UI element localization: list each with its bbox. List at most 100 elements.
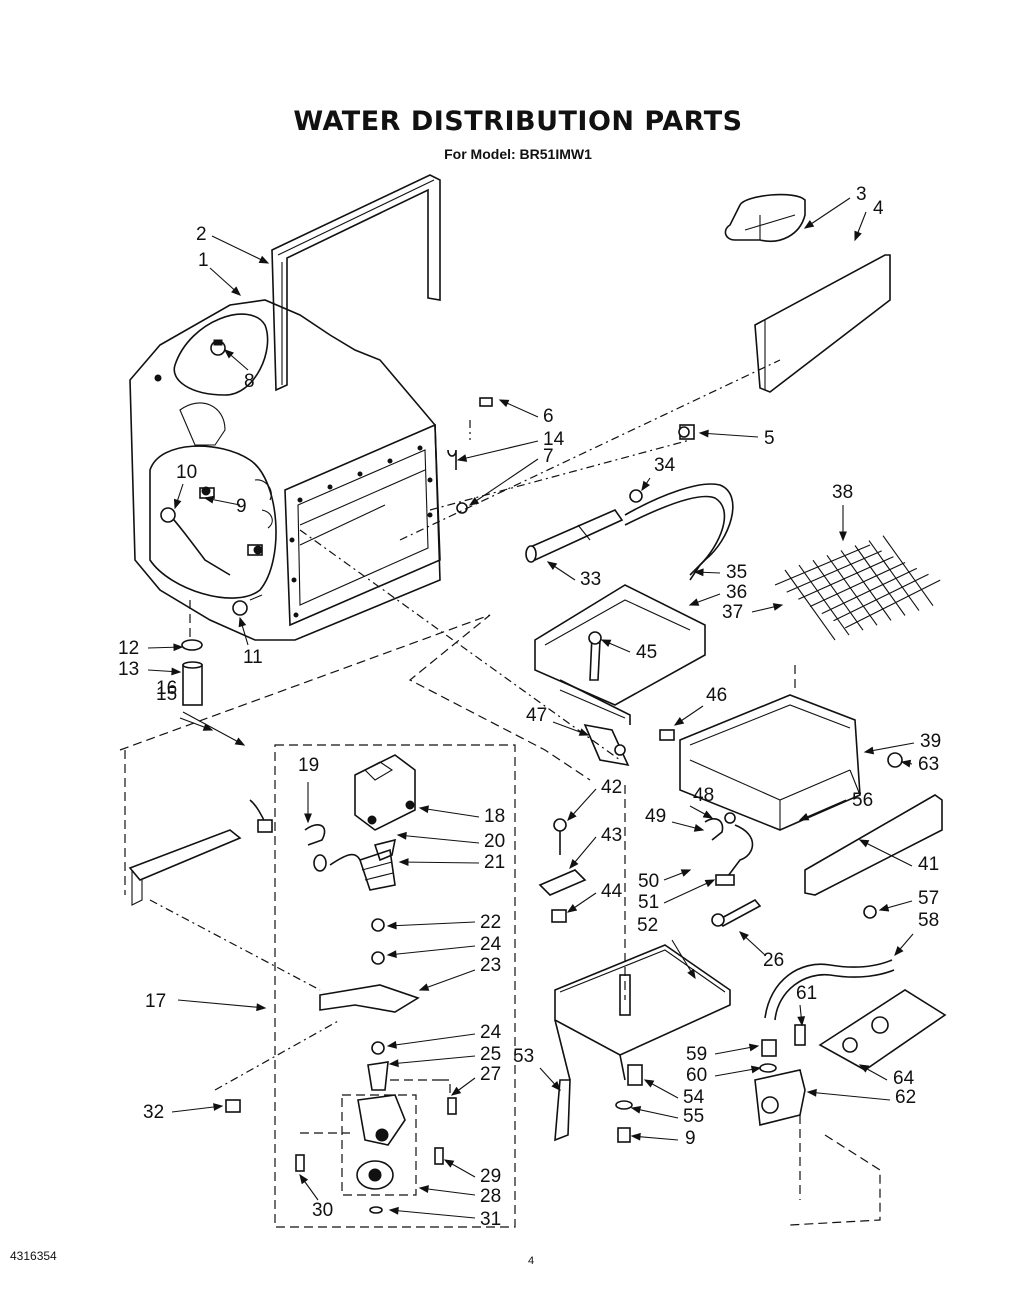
- callout-c20: 20: [484, 831, 505, 852]
- arrowhead-c30: [299, 1173, 309, 1185]
- grid-wire: [844, 579, 941, 629]
- callout-c57: 57: [918, 888, 939, 909]
- callout-c8: 8: [244, 371, 255, 392]
- callout-c39: 39: [920, 731, 941, 752]
- grid-wire: [812, 559, 864, 631]
- callout-c5: 5: [764, 428, 775, 449]
- arrowhead-c51: [704, 879, 716, 888]
- callout-c33: 33: [580, 569, 601, 590]
- arrowhead-c59: [748, 1043, 760, 1052]
- arrowhead-c60: [750, 1065, 762, 1074]
- callout-c46: 46: [706, 685, 727, 706]
- mount-parts: [128, 799, 273, 1113]
- callout-c29: 29: [480, 1166, 501, 1187]
- arrowhead-c57: [878, 903, 890, 912]
- arrowhead-c63: [900, 759, 912, 768]
- callout-c11: 11: [243, 647, 263, 668]
- leader-line-c51: [663, 879, 715, 904]
- callout-c64: 64: [893, 1068, 915, 1089]
- callout-c52: 52: [637, 915, 658, 936]
- tube-parts: [181, 600, 203, 706]
- arrowhead-c8: [223, 349, 234, 359]
- grid-wire: [798, 556, 894, 600]
- leader-line-c23: [419, 969, 476, 991]
- arrowhead-c37: [772, 603, 784, 611]
- routing-lines: [119, 359, 796, 1091]
- callout-c50: 50: [638, 871, 659, 892]
- arrowhead-c44: [566, 903, 578, 913]
- callout-c53: 53: [513, 1046, 534, 1067]
- callout-c35: 35: [726, 562, 747, 583]
- leader-line-c18: [419, 807, 480, 818]
- arrowhead-c13: [171, 667, 182, 676]
- arrowhead-c9b: [630, 1132, 641, 1141]
- fitting-parts: [160, 339, 263, 616]
- arrowhead-c25: [388, 1059, 399, 1068]
- page-number: 4: [528, 1255, 535, 1267]
- arrowhead-c48: [702, 810, 714, 819]
- callout-c28: 28: [480, 1186, 501, 1207]
- arrowhead-c58: [894, 945, 904, 957]
- trough-parts: [525, 483, 734, 767]
- grid-wire: [868, 540, 920, 611]
- arrowhead-c31: [388, 1206, 399, 1215]
- arrowhead-c36: [688, 598, 700, 606]
- arrowhead-c27: [450, 1086, 462, 1096]
- arrowhead-c53: [551, 1081, 561, 1091]
- callout-c38: 38: [832, 482, 853, 503]
- callout-c10: 10: [176, 462, 197, 483]
- arrowhead-c15: [202, 723, 214, 731]
- callout-c3: 3: [856, 184, 867, 205]
- callout-c41: 41: [918, 854, 939, 875]
- arrowhead-c7: [468, 496, 480, 506]
- callout-c45: 45: [636, 642, 657, 663]
- grid-part: [774, 535, 941, 641]
- arrowhead-c5: [698, 429, 709, 438]
- callout-c31: 31: [480, 1209, 501, 1230]
- leader-line-c14: [457, 440, 539, 461]
- leader-line-c31: [389, 1209, 476, 1219]
- arrowhead-c61: [797, 1016, 806, 1027]
- grid-wire: [882, 535, 934, 607]
- callout-c44: 44: [601, 881, 623, 902]
- callout-c48: 48: [693, 785, 714, 806]
- grid-wire: [786, 550, 882, 593]
- arrowhead-c24b: [386, 1040, 397, 1049]
- gasket-part: [271, 174, 441, 392]
- callout-c4: 4: [873, 198, 884, 219]
- arrowhead-c64: [858, 1064, 870, 1073]
- bracket-part: [804, 794, 943, 919]
- arrowhead-c12: [173, 643, 184, 652]
- cover-parts: [678, 193, 891, 440]
- small-clip-parts: [447, 397, 493, 514]
- leader-line-c21: [399, 861, 480, 864]
- arrowhead-c49: [693, 824, 705, 832]
- arrowhead-c20: [396, 831, 407, 840]
- arrowhead-c39: [863, 746, 875, 755]
- grid-wire: [833, 573, 929, 622]
- arrowhead-c41: [858, 839, 870, 848]
- arrowhead-c1: [231, 286, 242, 296]
- callout-c37: 37: [722, 602, 743, 623]
- callout-c18: 18: [484, 806, 505, 827]
- leader-line-c5: [699, 432, 759, 438]
- model-subtitle: For Model: BR51IMW1: [444, 146, 592, 162]
- leader-line-c20: [397, 834, 480, 844]
- leader-line-c22: [387, 921, 476, 927]
- bolt-parts: [538, 818, 587, 923]
- arrowhead-c38: [839, 531, 847, 542]
- arrowhead-c56: [798, 812, 810, 821]
- callout-c27: 27: [480, 1064, 501, 1085]
- arrowhead-c24a: [386, 950, 397, 959]
- ice-maker-assembly: [274, 744, 516, 1228]
- arrowhead-c18: [418, 805, 429, 814]
- arrowhead-c43: [569, 858, 579, 870]
- arrowhead-c55: [630, 1105, 642, 1114]
- arrowhead-c46: [673, 716, 685, 726]
- arrowhead-c22: [386, 921, 397, 930]
- callout-c51: 51: [638, 892, 659, 913]
- callout-c32: 32: [143, 1102, 164, 1123]
- arrowhead-c3: [803, 220, 815, 229]
- grid-wire: [798, 564, 850, 636]
- leader-line-c7: [469, 458, 539, 506]
